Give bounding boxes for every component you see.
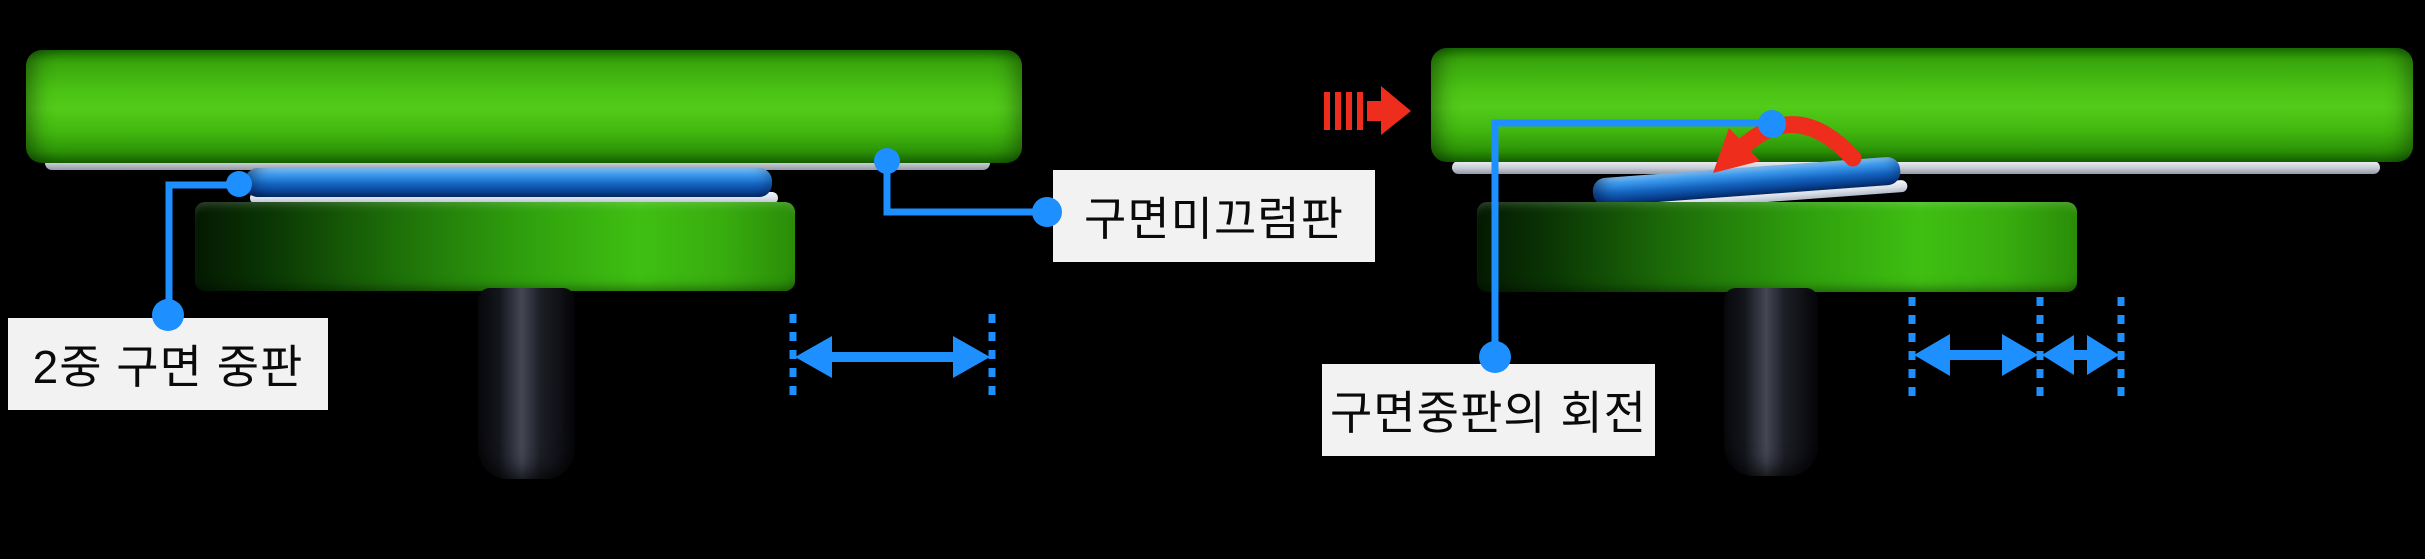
left-sliding-disc [245, 168, 772, 197]
dimension-arrow [2042, 335, 2119, 375]
label-sliding-plate-text: 구면미끄럼판 [1084, 193, 1344, 245]
right-displacement-dimension [1908, 297, 2125, 401]
callout-dot [152, 299, 184, 331]
left-top-plate [26, 50, 1022, 163]
label-sliding-plate: 구면미끄럼판 [1053, 170, 1375, 262]
callout-dot [226, 171, 252, 197]
push-force-arrow-icon [1324, 86, 1411, 135]
right-pedestal [1477, 202, 2077, 292]
callout-dot [1758, 110, 1786, 138]
label-left-middle-plate-text: 2중 구면 중판 [32, 341, 304, 393]
callout-dot [1479, 341, 1511, 373]
label-left-middle-plate: 2중 구면 중판 [8, 318, 328, 410]
rotation-arrow-icon [1713, 116, 1862, 173]
callout-left-middle-plate [152, 171, 252, 331]
dimension-arrow [795, 336, 990, 378]
dimension-arrow [1914, 334, 2038, 376]
label-rotation: 구면중판의 회전 [1322, 364, 1655, 456]
label-rotation-text: 구면중판의 회전 [1329, 387, 1648, 439]
left-anchor-shaft [478, 288, 575, 479]
left-pedestal [195, 202, 795, 291]
callout-rotation [1479, 110, 1786, 373]
callout-dot [874, 148, 900, 174]
callout-sliding-plate [874, 148, 1062, 227]
right-anchor-shaft [1724, 288, 1818, 476]
right-plate-underside [1452, 161, 2380, 174]
callout-dot [1032, 197, 1062, 227]
left-displacement-dimension [789, 314, 996, 403]
right-top-plate [1431, 48, 2413, 162]
